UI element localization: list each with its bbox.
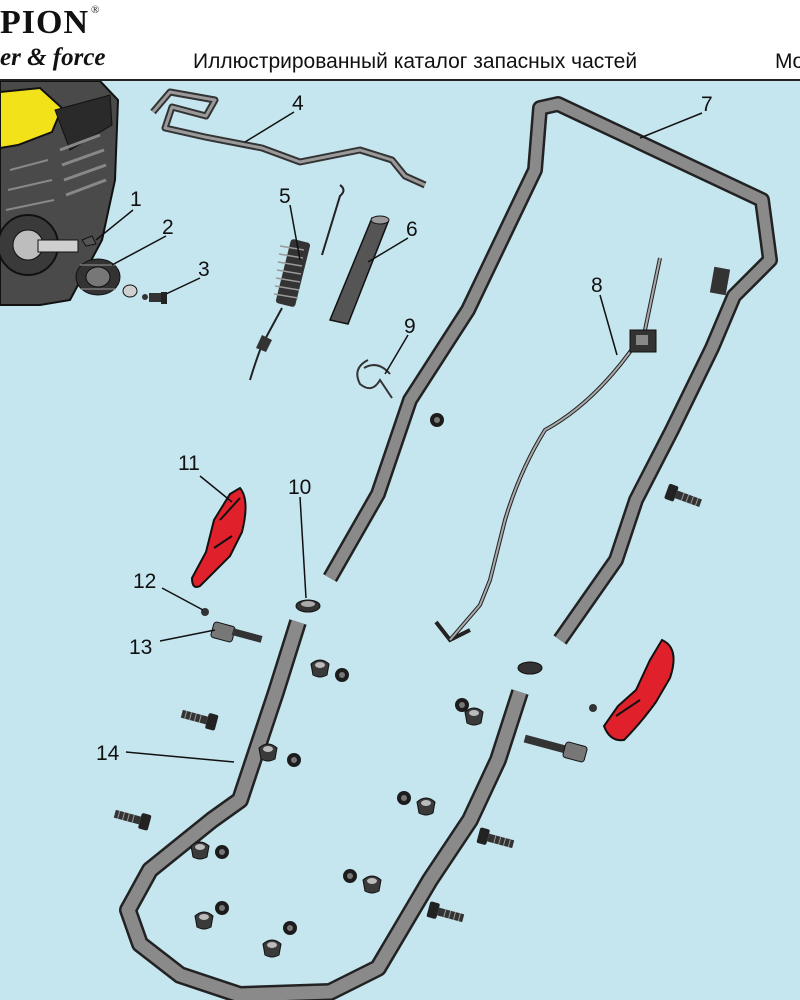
pulley-icon: [75, 258, 138, 298]
key-icon: [81, 235, 97, 247]
brand-slogan: er & force: [0, 44, 106, 71]
pivot-pin-right-icon: [523, 734, 588, 763]
registered-mark: ®: [91, 4, 101, 16]
callout-13: 13: [129, 636, 152, 659]
throttle-cable-icon: [249, 184, 345, 381]
header-right-text: Mo: [775, 50, 800, 73]
brand-logo: PION®: [0, 4, 100, 42]
callout-1: 1: [130, 188, 142, 211]
control-cable-icon: [434, 257, 662, 643]
page-header: PION® er & force Иллюстрированный катало…: [0, 0, 800, 81]
leader-lines: [95, 111, 703, 763]
callout-14: 14: [96, 742, 120, 765]
callout-12: 12: [133, 570, 156, 593]
right-lever-icon: [602, 638, 675, 742]
callout-11: 11: [178, 452, 200, 475]
engine-icon: [0, 81, 120, 306]
upper-handle-icon: [323, 96, 778, 645]
logo-text-top: PION: [0, 4, 89, 41]
grip-tube-icon: [328, 215, 390, 325]
clip-icon: [356, 359, 393, 399]
left-lever-icon: [190, 486, 247, 588]
callout-3: 3: [198, 258, 210, 281]
callout-5: 5: [279, 185, 291, 208]
callout-9: 9: [404, 315, 416, 338]
pivot-pin-icon: [210, 621, 263, 643]
callout-8: 8: [591, 274, 603, 297]
callout-4: 4: [292, 92, 304, 115]
bushing-right-icon: [517, 661, 543, 675]
parts-diagram-canvas: 1 2 3 4 5 6 7 8 9 10 11 12 13 14: [0, 81, 800, 1000]
pulley-bolt-icon: [142, 292, 167, 304]
callout-labels: 1 2 3 4 5 6 7 8 9 10 11 12 13 14: [96, 92, 713, 765]
diagram-background: [0, 81, 800, 1000]
lower-handle-icon: [119, 619, 529, 1000]
callout-2: 2: [162, 216, 174, 239]
parts-diagram: 1 2 3 4 5 6 7 8 9 10 11 12 13 14: [0, 81, 800, 1000]
page-title: Иллюстрированный каталог запасных частей: [193, 50, 638, 73]
callout-7: 7: [701, 93, 713, 116]
callout-6: 6: [406, 218, 418, 241]
header-rule: [0, 79, 800, 81]
callout-10: 10: [288, 476, 311, 499]
